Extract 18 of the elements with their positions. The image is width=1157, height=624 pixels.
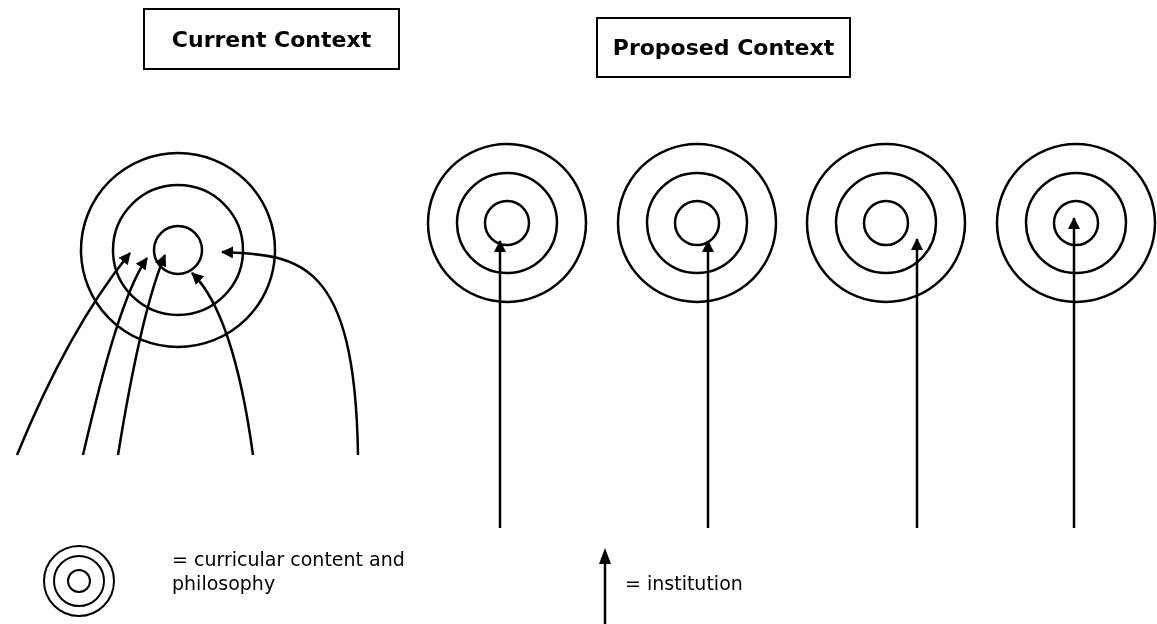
- arrow: [702, 240, 714, 528]
- arrow: [221, 246, 360, 456]
- concentric-circles: [426, 142, 588, 304]
- arrow: [494, 240, 506, 528]
- heading-box: Proposed Context: [596, 17, 851, 78]
- arrow: [911, 238, 923, 528]
- heading-box: Current Context: [143, 8, 400, 70]
- arrow: [191, 272, 255, 456]
- arrow: [81, 257, 149, 456]
- concentric-circles: [805, 142, 967, 304]
- concentric-circles: [79, 151, 277, 349]
- concentric-circles: [995, 142, 1157, 304]
- legend-text: = curricular content and philosophy: [172, 547, 406, 595]
- arrow: [1068, 217, 1080, 528]
- arrow: [15, 252, 131, 456]
- concentric-circles: [616, 142, 778, 304]
- arrow: [116, 254, 167, 456]
- legend-text: = institution: [625, 571, 744, 595]
